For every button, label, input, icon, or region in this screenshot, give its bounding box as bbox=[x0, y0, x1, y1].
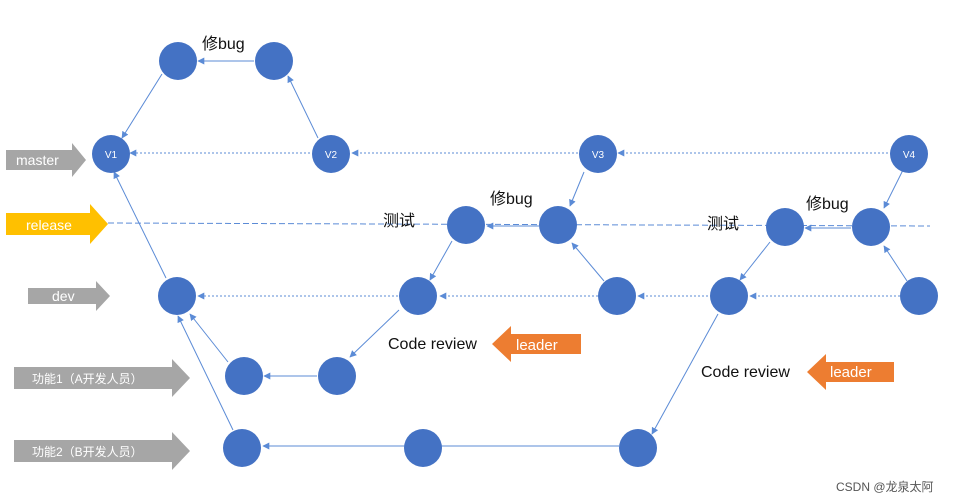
version-label-v1: V1 bbox=[105, 150, 118, 161]
commit-node bbox=[255, 42, 293, 80]
test-note: 测试 bbox=[707, 215, 739, 233]
release-branch-arrow: release bbox=[6, 204, 108, 244]
feature1-branch-label: 功能1（A开发人员） bbox=[32, 371, 143, 386]
commit-node-v2 bbox=[312, 135, 350, 173]
feature2-branch-arrow: 功能2（B开发人员） bbox=[14, 432, 190, 470]
commit-node bbox=[159, 42, 197, 80]
feature2-branch-label: 功能2（B开发人员） bbox=[32, 444, 143, 459]
commit-node bbox=[404, 429, 442, 467]
commit-node bbox=[598, 277, 636, 315]
commit-node bbox=[539, 206, 577, 244]
commit-node-v1 bbox=[92, 135, 130, 173]
leader-arrow: leader bbox=[807, 354, 894, 390]
commit-node bbox=[766, 208, 804, 246]
commit-node bbox=[852, 208, 890, 246]
fixbug-note: 修bug bbox=[202, 35, 245, 53]
code-review-note: Code review bbox=[388, 336, 477, 353]
release-branch-label: release bbox=[26, 217, 72, 233]
commit-node bbox=[710, 277, 748, 315]
commit-node-v4 bbox=[890, 135, 928, 173]
commit-node-v3 bbox=[579, 135, 617, 173]
fixbug-note: 修bug bbox=[490, 190, 533, 208]
master-branch-label: master bbox=[16, 152, 59, 168]
commit-node bbox=[399, 277, 437, 315]
commit-node bbox=[318, 357, 356, 395]
commit-node bbox=[900, 277, 938, 315]
version-label-v4: V4 bbox=[903, 150, 916, 161]
dev-branch-label: dev bbox=[52, 288, 75, 304]
leader-arrow: leader bbox=[492, 326, 581, 362]
fixbug-note: 修bug bbox=[806, 195, 849, 213]
test-note: 测试 bbox=[383, 212, 415, 230]
code-review-note: Code review bbox=[701, 364, 790, 381]
watermark: CSDN @龙泉太阿 bbox=[836, 479, 934, 494]
feature1-branch-arrow: 功能1（A开发人员） bbox=[14, 359, 190, 397]
commit-node bbox=[225, 357, 263, 395]
commit-node bbox=[447, 206, 485, 244]
dev-branch-arrow: dev bbox=[28, 281, 110, 311]
commit-nodes bbox=[92, 42, 938, 467]
version-label-v3: V3 bbox=[592, 150, 605, 161]
commit-node bbox=[223, 429, 261, 467]
leader-label: leader bbox=[516, 337, 558, 354]
commit-node bbox=[619, 429, 657, 467]
version-label-v2: V2 bbox=[325, 150, 338, 161]
commit-node bbox=[158, 277, 196, 315]
leader-label: leader bbox=[830, 364, 872, 381]
master-branch-arrow: master bbox=[6, 143, 86, 177]
